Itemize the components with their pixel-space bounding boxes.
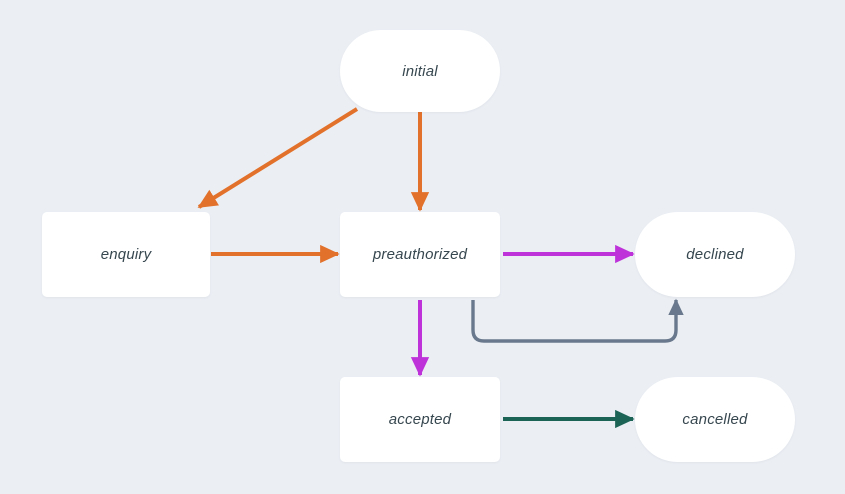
state-node-accepted[interactable]: accepted bbox=[340, 377, 500, 462]
state-node-enquiry[interactable]: enquiry bbox=[42, 212, 210, 297]
edge-preauthorized-to-declined-alt bbox=[471, 298, 684, 343]
state-label-enquiry: enquiry bbox=[100, 246, 152, 263]
state-node-initial[interactable]: initial bbox=[340, 30, 500, 112]
state-label-declined: declined bbox=[686, 246, 744, 263]
edge-initial-to-enquiry bbox=[197, 107, 359, 209]
state-node-declined[interactable]: declined bbox=[635, 212, 795, 297]
state-label-preauthorized: preauthorized bbox=[372, 246, 468, 263]
state-label-accepted: accepted bbox=[388, 411, 452, 428]
state-label-cancelled: cancelled bbox=[682, 411, 748, 428]
state-node-cancelled[interactable]: cancelled bbox=[635, 377, 795, 462]
state-label-initial: initial bbox=[402, 62, 438, 80]
state-node-preauthorized[interactable]: preauthorized bbox=[340, 212, 500, 297]
